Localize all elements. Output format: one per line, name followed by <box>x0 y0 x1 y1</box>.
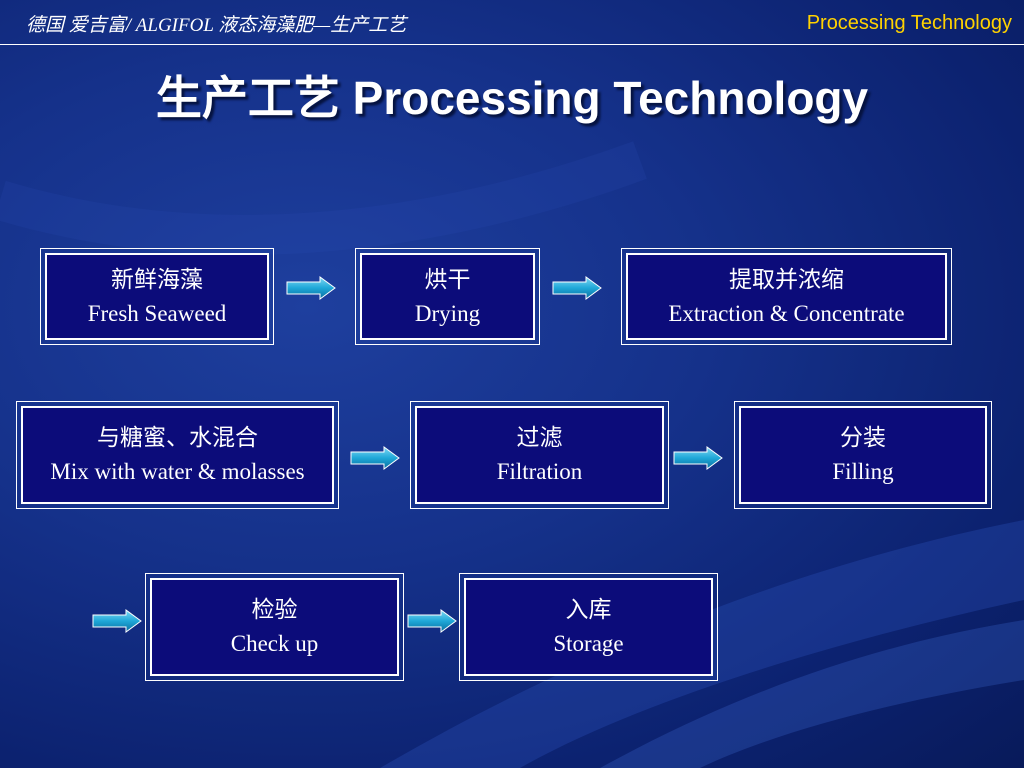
right-arrow-icon <box>350 446 400 470</box>
step-box-mix: 与糖蜜、水混合 Mix with water & molasses <box>16 401 339 509</box>
right-arrow-icon <box>407 609 457 633</box>
step-label-zh: 新鲜海藻 <box>111 266 203 292</box>
right-arrow-icon <box>673 446 723 470</box>
step-label-en: Filtration <box>496 459 583 484</box>
step-label-en: Fresh Seaweed <box>87 300 227 326</box>
step-box-drying: 烘干 Drying <box>355 248 540 345</box>
step-label-zh: 烘干 <box>424 266 471 292</box>
step-label-en: Filling <box>832 459 894 484</box>
right-arrow-icon <box>552 276 602 300</box>
right-arrow-icon <box>286 276 336 300</box>
step-box-fresh-seaweed: 新鲜海藻 Fresh Seaweed <box>40 248 274 345</box>
step-label-zh: 检验 <box>251 597 298 622</box>
step-label-zh: 分装 <box>840 425 886 450</box>
step-box-check-up: 检验 Check up <box>145 573 404 681</box>
step-label-en: Check up <box>230 631 319 656</box>
header-bar: 德国 爱吉富/ ALGIFOL 液态海藻肥—生产工艺 Processing Te… <box>0 0 1024 47</box>
step-box-filling: 分装 Filling <box>734 401 992 509</box>
step-label-en: Extraction & Concentrate <box>668 300 905 326</box>
step-box-storage: 入库 Storage <box>459 573 718 681</box>
step-label-en: Drying <box>414 300 481 326</box>
page-title: 生产工艺 Processing Technology <box>155 72 869 124</box>
step-box-extraction: 提取并浓缩 Extraction & Concentrate <box>621 248 952 345</box>
step-label-zh: 入库 <box>565 597 612 622</box>
header-left-text: 德国 爱吉富/ ALGIFOL 液态海藻肥—生产工艺 <box>26 15 407 36</box>
right-arrow-icon <box>92 609 142 633</box>
step-label-en: Storage <box>553 631 624 656</box>
step-label-en: Mix with water & molasses <box>50 459 305 484</box>
step-label-zh: 过滤 <box>516 425 563 450</box>
step-label-zh: 与糖蜜、水混合 <box>97 425 258 450</box>
step-box-filtration: 过滤 Filtration <box>410 401 669 509</box>
header-right-text: Processing Technology <box>806 12 1012 34</box>
header-divider <box>0 44 1024 45</box>
step-label-zh: 提取并浓缩 <box>729 266 844 292</box>
